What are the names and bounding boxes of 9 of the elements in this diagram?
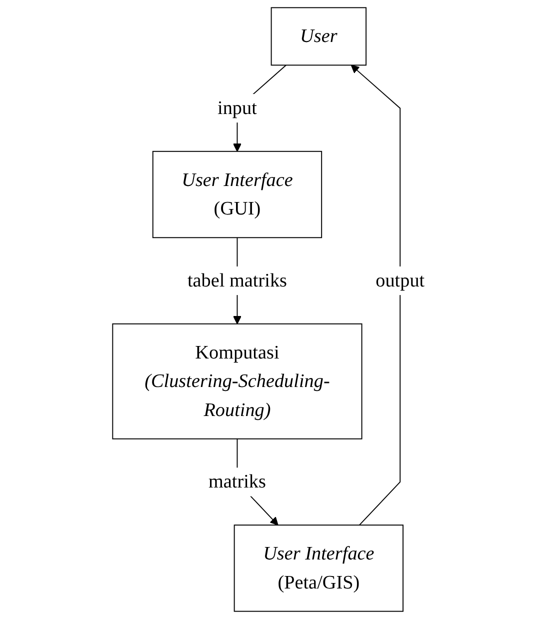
node-box: User Interface (GUI) xyxy=(152,150,322,238)
edge-label: input xyxy=(218,98,258,119)
edge-label: tabel matriks xyxy=(188,270,288,292)
node-box: Komputasi (Clustering-Scheduling-Routing) xyxy=(112,323,363,440)
node-box: User Interface (Peta/GIS) xyxy=(234,524,404,612)
arrow xyxy=(351,64,401,526)
edge-label: matriks xyxy=(208,471,266,493)
node-box: User xyxy=(271,7,367,66)
edge-label: output xyxy=(376,270,425,292)
